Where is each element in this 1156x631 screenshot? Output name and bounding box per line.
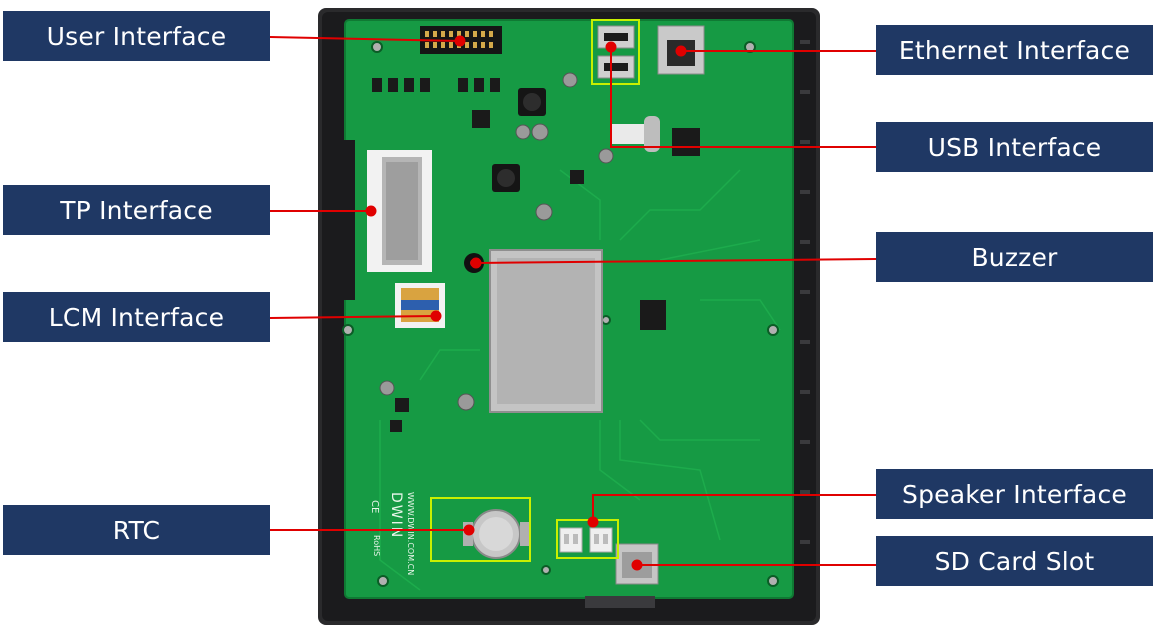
label-rtc: RTC <box>3 505 270 555</box>
label-user-interface: User Interface <box>3 11 270 61</box>
url-silkscreen: WWW.DWIN.COM.CN <box>406 492 415 575</box>
label-speaker-interface: Speaker Interface <box>876 469 1153 519</box>
ce-mark: CE <box>369 500 380 513</box>
user-interface-header <box>420 26 502 54</box>
speaker-connector-1 <box>559 527 583 553</box>
rohs-mark: RoHS <box>372 535 381 556</box>
label-ethernet-interface: Ethernet Interface <box>876 25 1153 75</box>
speaker-connector-2 <box>589 527 613 553</box>
label-tp-interface: TP Interface <box>3 185 270 235</box>
brand-silkscreen: DWIN <box>388 492 404 539</box>
label-lcm-interface: LCM Interface <box>3 292 270 342</box>
label-sd-card-slot: SD Card Slot <box>876 536 1153 586</box>
label-usb-interface: USB Interface <box>876 122 1153 172</box>
label-buzzer: Buzzer <box>876 232 1153 282</box>
